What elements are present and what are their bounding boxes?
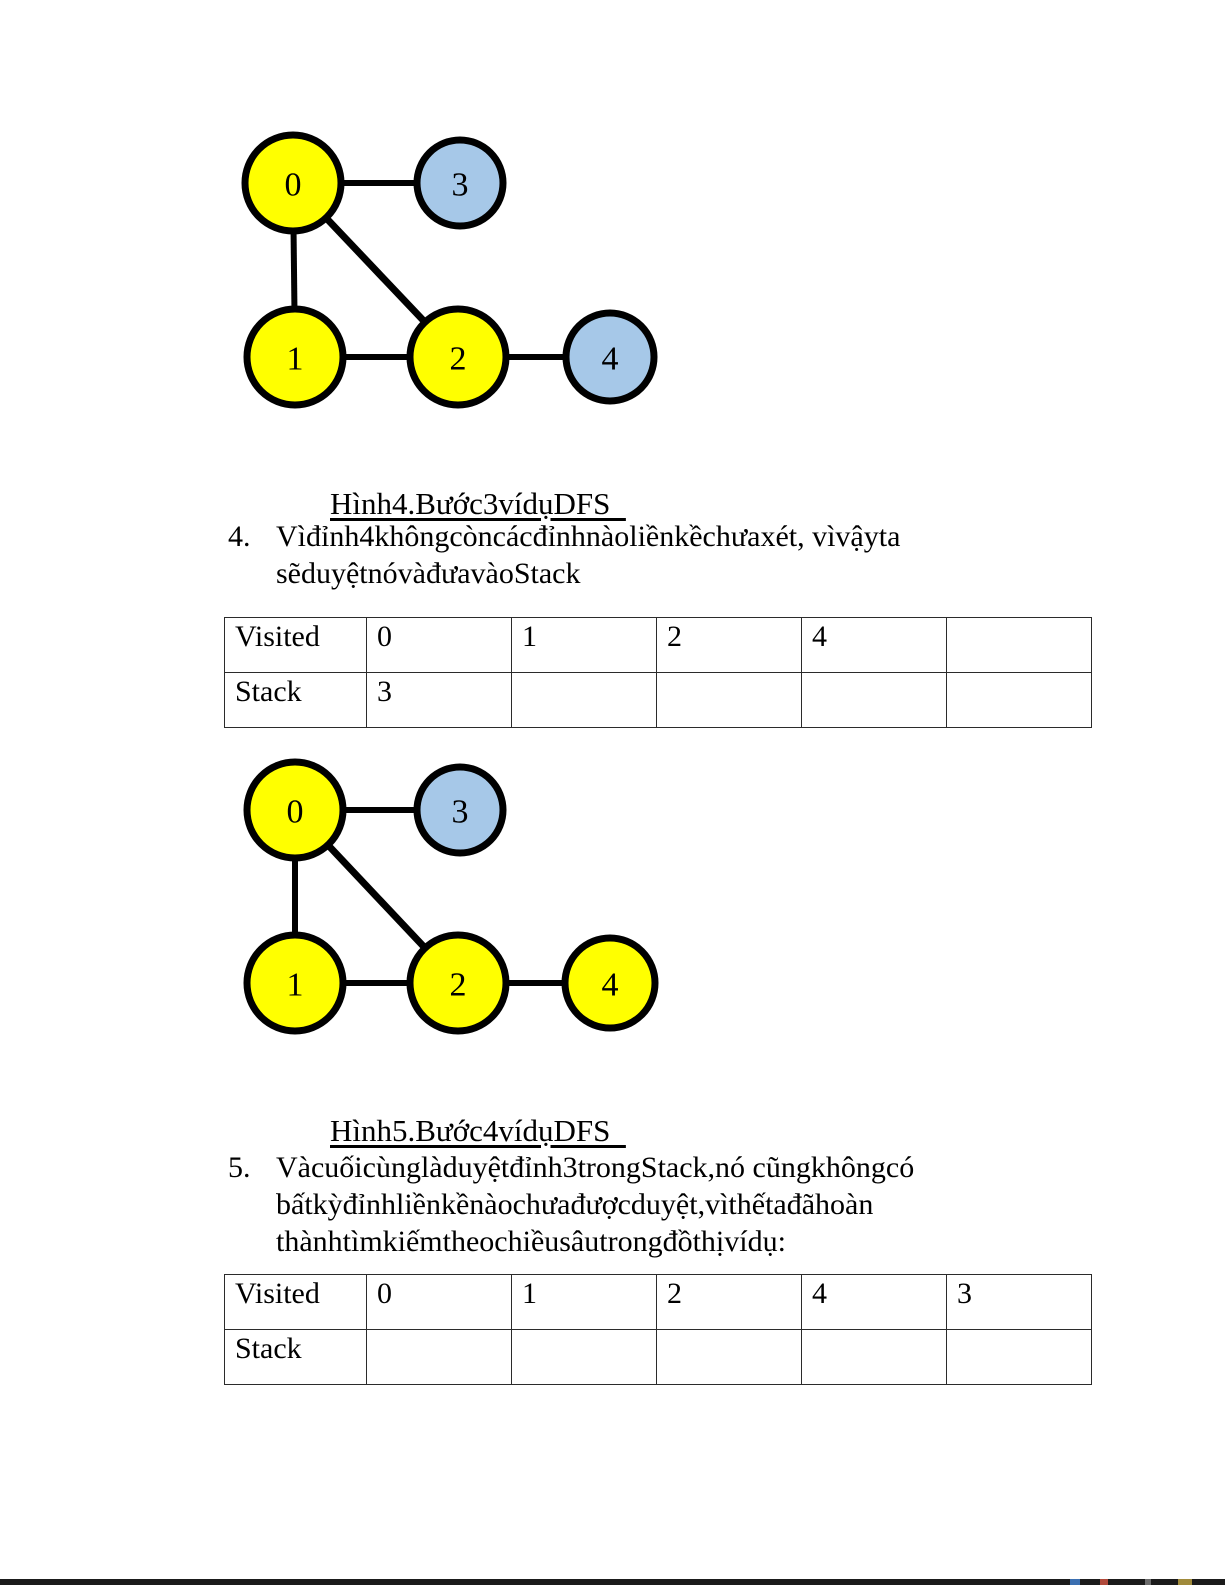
graph-4-nodes: 0 3 1 2 4 [241, 131, 658, 409]
table-4-r2-c4[interactable] [801, 672, 947, 728]
step-5-line-3: thànhtìmkiếmtheochiềusâutrongđồthịvídụ: [276, 1225, 786, 1259]
table-step-5: Visited 0 1 2 4 3 Stack [224, 1274, 1092, 1385]
bottom-bar-accent-blue [1070, 1579, 1080, 1585]
figure-4-caption-text: Hình4.Bước3vídụDFS [330, 485, 626, 521]
graph-node-4-label: 4 [602, 967, 619, 1004]
table-5-r2-c3[interactable] [656, 1329, 802, 1385]
table-4-r1-c3[interactable]: 2 [656, 617, 802, 673]
graph-node-0[interactable]: 0 [241, 131, 345, 235]
table-4-r1-c4[interactable]: 4 [801, 617, 947, 673]
graph-node-0[interactable]: 0 [243, 758, 347, 862]
table-4-r2-c5[interactable] [946, 672, 1092, 728]
step-item-5: 5. Vàcuốicùnglàduyệtđỉnh3trongStack,nó c… [228, 1149, 928, 1261]
figure-5-caption-text: Hình5.Bước4vídụDFS [330, 1112, 626, 1148]
dfs-graph-5: 0 3 1 2 4 [243, 758, 659, 1035]
graph-node-3-label: 3 [452, 794, 469, 831]
figure-4-caption: Hình4.Bước3vídụDFS [299, 450, 626, 557]
graph-node-2-label: 2 [450, 341, 467, 378]
table-row: Visited 0 1 2 4 3 [224, 1274, 1092, 1330]
graph-node-0-label: 0 [287, 794, 304, 831]
graph-node-3[interactable]: 3 [413, 136, 507, 230]
table-4-r2-c1[interactable]: 3 [366, 672, 512, 728]
graph-figure-5: 0 3 1 2 4 [0, 625, 720, 1055]
table-4-row-2-header: Stack [224, 672, 367, 728]
graph-node-1-label: 1 [287, 341, 304, 378]
bottom-bar-accent-gold [1178, 1579, 1192, 1585]
step-5-line-1: Vàcuốicùnglàduyệtđỉnh3trongStack,nó cũng… [276, 1151, 915, 1184]
table-row: Stack [224, 1329, 1092, 1385]
graph-figure-4: 0 3 1 2 4 [0, 0, 720, 430]
dfs-graph-4: 0 3 1 2 4 [241, 131, 658, 409]
table-5-row-1-header: Visited [224, 1274, 367, 1330]
step-5-text: Vàcuốicùnglàduyệtđỉnh3trongStack,nó cũng… [276, 1149, 928, 1261]
table-4-r2-c2[interactable] [511, 672, 657, 728]
graph-node-4-label: 4 [602, 341, 619, 378]
graph-node-2[interactable]: 2 [406, 931, 510, 1035]
table-4-r1-c1[interactable]: 0 [366, 617, 512, 673]
table-5-row-2-header: Stack [224, 1329, 367, 1385]
table-step-4: Visited 0 1 2 4 Stack 3 [224, 617, 1092, 728]
step-4-line-1: Vìđỉnh4khôngcòncácđỉnhnàoliềnkềchưaxét, … [276, 520, 901, 553]
table-5-r1-c5[interactable]: 3 [946, 1274, 1092, 1330]
table-5-r1-c1[interactable]: 0 [366, 1274, 512, 1330]
step-item-4: 4. Vìđỉnh4khôngcòncácđỉnhnàoliềnkềchưaxé… [228, 518, 928, 592]
graph-5-nodes: 0 3 1 2 4 [243, 758, 659, 1035]
table-4-row-1-header: Visited [224, 617, 367, 673]
table-5-r2-c2[interactable] [511, 1329, 657, 1385]
graph-node-2[interactable]: 2 [406, 305, 510, 409]
graph-node-1-label: 1 [287, 967, 304, 1004]
graph-node-3-label: 3 [452, 167, 469, 204]
graph-node-4[interactable]: 4 [562, 309, 658, 405]
step-4-line-2: sẽduyệtnóvàđưavàoStack [276, 557, 581, 591]
graph-node-3[interactable]: 3 [413, 763, 507, 857]
table-5-r1-c3[interactable]: 2 [656, 1274, 802, 1330]
table-row: Visited 0 1 2 4 [224, 617, 1092, 673]
graph-node-1[interactable]: 1 [243, 305, 347, 409]
table-4-r1-c5[interactable] [946, 617, 1092, 673]
page-bottom-bar [0, 1579, 1225, 1585]
bottom-bar-accent-grey [1145, 1579, 1151, 1585]
figure-5-caption: Hình5.Bước4vídụDFS [299, 1077, 626, 1184]
table-row: Stack 3 [224, 672, 1092, 728]
table-4-r1-c2[interactable]: 1 [511, 617, 657, 673]
step-4-text: Vìđỉnh4khôngcòncácđỉnhnàoliềnkềchưaxét, … [276, 518, 928, 592]
step-4-number: 4. [228, 520, 251, 553]
table-5-r1-c4[interactable]: 4 [801, 1274, 947, 1330]
step-5-line-2: bấtkỳđỉnhliềnkềnàochưađượcduyệt,vìthếtađ… [276, 1188, 874, 1222]
graph-node-2-label: 2 [450, 967, 467, 1004]
graph-node-1[interactable]: 1 [243, 931, 347, 1035]
table-5-r1-c2[interactable]: 1 [511, 1274, 657, 1330]
bottom-bar-accent-red [1100, 1579, 1108, 1585]
table-5-r2-c1[interactable] [366, 1329, 512, 1385]
graph-node-0-label: 0 [285, 167, 302, 204]
table-5-r2-c4[interactable] [801, 1329, 947, 1385]
graph-node-4[interactable]: 4 [561, 934, 659, 1032]
step-5-number: 5. [228, 1151, 251, 1184]
table-5-r2-c5[interactable] [946, 1329, 1092, 1385]
